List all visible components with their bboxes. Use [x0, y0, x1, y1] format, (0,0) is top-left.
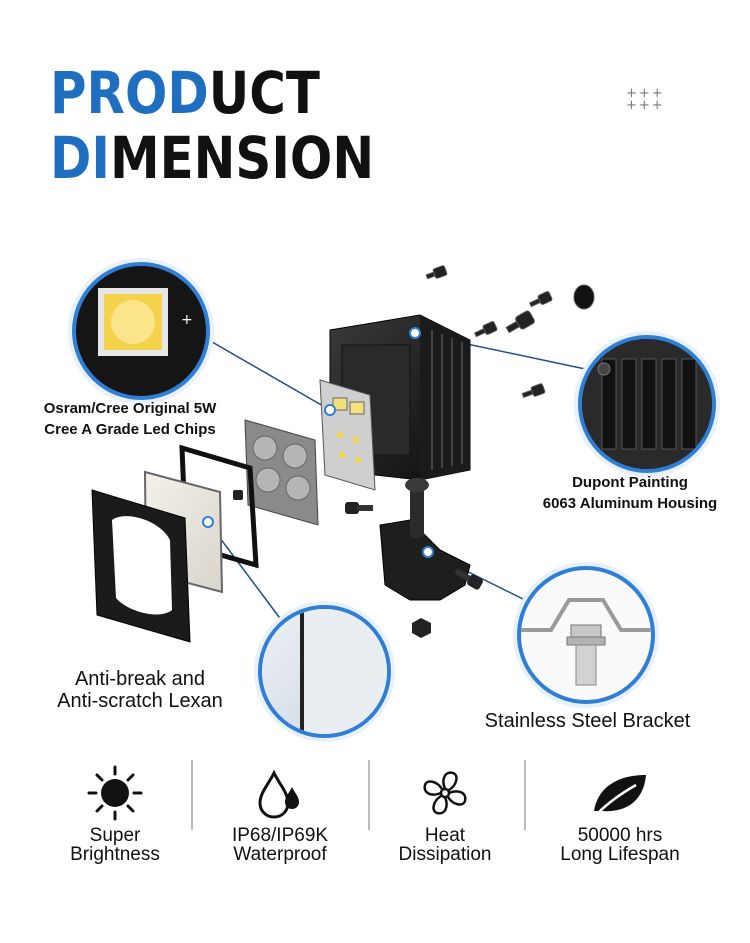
- feature-heat-dissipation: Heat Dissipation: [370, 760, 520, 864]
- reflector-optic: [244, 419, 319, 526]
- leaf-icon: [545, 760, 695, 826]
- chips-label-line1: Osram/Cree Original 5W: [43, 400, 217, 417]
- lens-edge-closeup: [262, 609, 387, 734]
- title-dark-part: MENSION: [109, 124, 375, 192]
- title-blue-part: PROD: [50, 59, 209, 127]
- housing-label-line1: Dupont Painting: [572, 474, 688, 491]
- feature-waterproof: IP68/IP69K Waterproof: [205, 760, 355, 864]
- bracket-callout: [517, 566, 655, 704]
- front-bezel: [91, 489, 191, 643]
- led-chip-callout: +: [72, 262, 210, 400]
- bracket-bolt-closeup: [521, 598, 651, 686]
- led-chip-closeup: +: [98, 288, 193, 356]
- divider: [191, 760, 193, 830]
- feature-lifespan: 50000 hrs Long Lifespan: [545, 760, 695, 864]
- lens-label-line1: Anti-break and: [74, 668, 206, 690]
- housing-label-line2: 6063 Aluminum Housing: [542, 495, 718, 512]
- led-pcb-board: [319, 379, 376, 491]
- feature-waterproof-line2: Waterproof: [233, 844, 327, 865]
- bracket-label: Stainless Steel Bracket: [450, 710, 725, 732]
- feature-lifespan-line2: Long Lifespan: [560, 844, 680, 865]
- feature-heat-line1: Heat: [424, 825, 466, 846]
- feature-waterproof-line1: IP68/IP69K: [231, 825, 329, 846]
- lens-label: Anti-break and Anti-scratch Lexan: [30, 668, 250, 712]
- steel-bracket: [233, 478, 483, 638]
- lens-label-line2: Anti-scratch Lexan: [57, 690, 223, 712]
- divider: [368, 760, 370, 830]
- housing-callout: [578, 335, 716, 473]
- housing-label: Dupont Painting 6063 Aluminum Housing: [520, 472, 740, 514]
- screw-parts: [425, 265, 595, 398]
- fan-icon: [370, 760, 520, 826]
- chips-label-line2: Cree A Grade Led Chips: [44, 421, 216, 438]
- page-title-line2: DIMENSION: [50, 128, 374, 188]
- feature-heat-line2: Dissipation: [398, 844, 492, 865]
- feature-lifespan-line1: 50000 hrs: [577, 825, 663, 846]
- water-drops-icon: [205, 760, 355, 826]
- feature-brightness-line1: Super: [89, 825, 141, 846]
- title-dark-part: UCT: [208, 59, 320, 127]
- page-title-line1: PRODUCT: [50, 63, 320, 123]
- title-blue-part: DI: [50, 124, 110, 192]
- bracket-label-line1: Stainless Steel Bracket: [484, 710, 691, 732]
- sun-icon: [40, 760, 190, 826]
- housing-fins-closeup: [582, 339, 712, 469]
- plus-grid-decoration: ++++++: [626, 86, 665, 113]
- lens-callout: [258, 605, 391, 738]
- feature-brightness-line2: Brightness: [70, 844, 160, 865]
- chips-label: Osram/Cree Original 5W Cree A Grade Led …: [10, 398, 250, 440]
- divider: [524, 760, 526, 830]
- svg-text:+: +: [181, 312, 193, 328]
- feature-brightness: Super Brightness: [40, 760, 190, 864]
